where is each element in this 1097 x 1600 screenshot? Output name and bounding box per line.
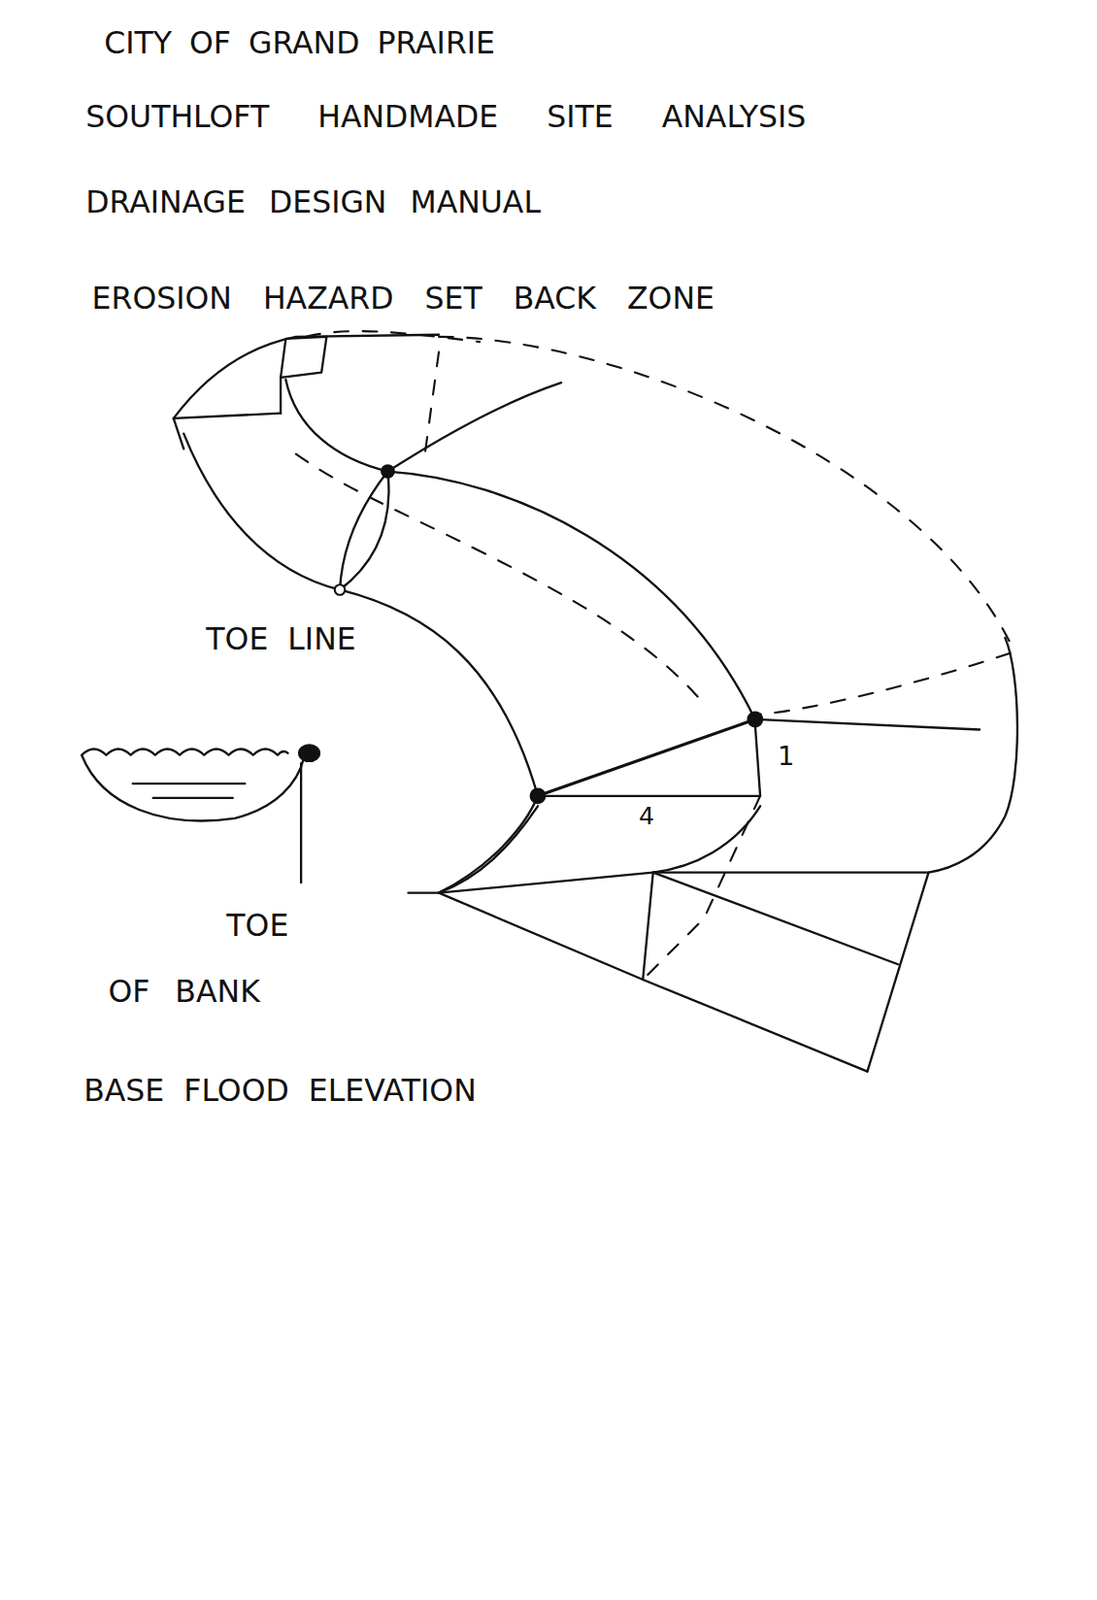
upper-bank [387, 471, 755, 720]
toe-point [381, 465, 395, 478]
plane-line [653, 805, 761, 872]
subtitle-text: DRAINAGE DESIGN MANUAL [85, 185, 541, 220]
channel-centerline [296, 454, 704, 705]
toe-label: OF BANK [107, 974, 260, 1009]
bank-top-line [387, 382, 562, 471]
slope-rise [755, 724, 761, 797]
slope-line [537, 719, 756, 797]
lower-bank [339, 589, 538, 796]
toe-line-label: TOE LINE [205, 622, 356, 657]
section-box [280, 336, 327, 378]
lower-bank [438, 796, 538, 894]
section-lens [339, 471, 388, 591]
toe-point [334, 584, 346, 596]
toe-label: TOE [226, 908, 289, 943]
outer-bank [183, 433, 340, 591]
plane-line [407, 872, 929, 894]
plane-line [642, 872, 898, 980]
section-line [279, 377, 282, 414]
plane-line [438, 893, 867, 1072]
plane-line [438, 805, 538, 893]
flood-label: BASE FLOOD ELEVATION [83, 1073, 477, 1108]
setback-line [755, 719, 980, 731]
bank-top-line [173, 334, 439, 419]
title-text: CITY OF GRAND PRAIRIE [103, 26, 496, 61]
leader-line [299, 763, 302, 883]
toe-point [747, 712, 763, 728]
dimension-number: 4 [638, 802, 655, 831]
section-dash [642, 796, 761, 980]
toe-point [531, 788, 546, 803]
setback-zone-line [438, 336, 1011, 643]
bank-section [81, 755, 304, 822]
setback-zone-line [305, 331, 480, 342]
dimension-number: 1 [777, 741, 795, 771]
water-line [132, 783, 246, 798]
section-lens [339, 471, 389, 591]
subtitle-text: SOUTHLOFT HANDMADE SITE ANALYSIS [85, 99, 806, 134]
water-wave [81, 748, 288, 755]
section-line [173, 413, 281, 450]
zone-label: EROSION HAZARD SET BACK ZONE [92, 281, 715, 316]
toe-point [299, 744, 320, 762]
outer-outline [866, 637, 1018, 1072]
slope-run [537, 795, 761, 798]
section-dash [423, 352, 439, 466]
setback-zone-line [760, 653, 1011, 715]
